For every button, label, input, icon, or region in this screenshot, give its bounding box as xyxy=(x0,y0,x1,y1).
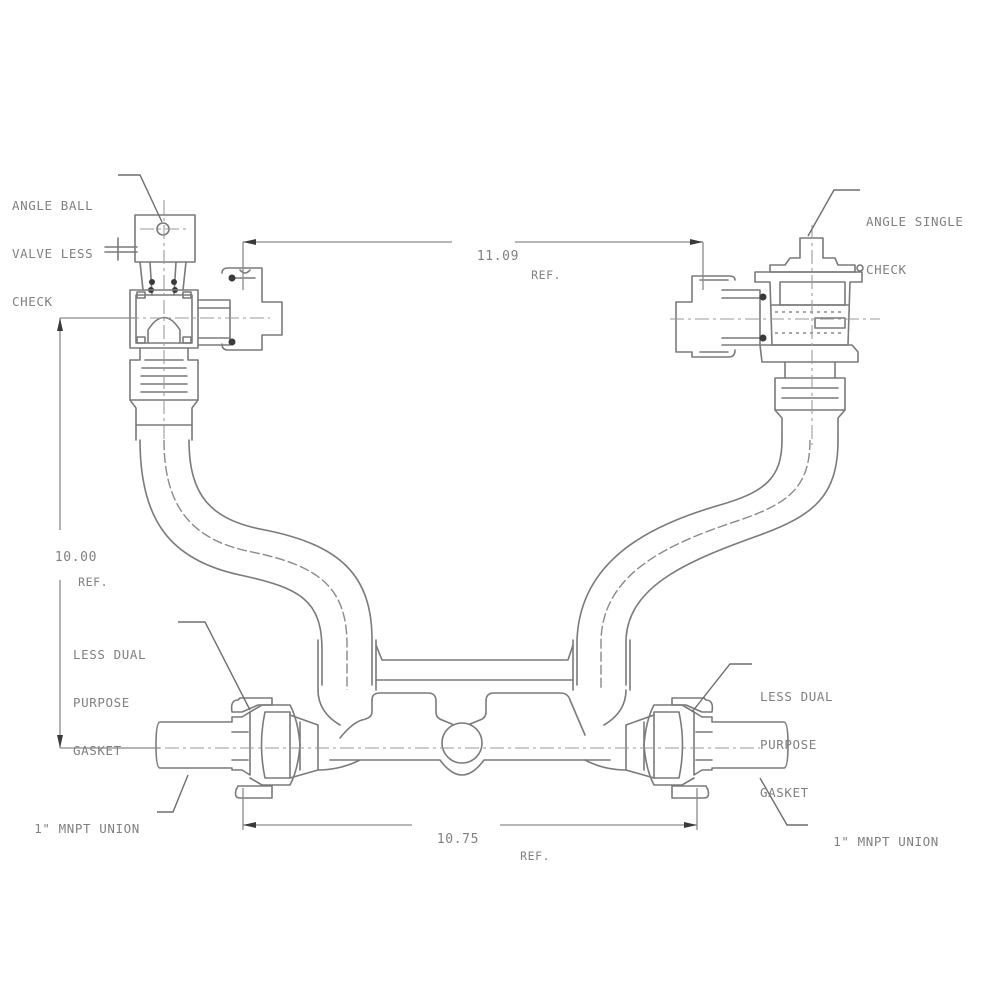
right-union xyxy=(584,689,789,799)
callout-line: LESS DUAL xyxy=(760,689,834,704)
left-s-pipe xyxy=(139,439,377,691)
dimension-height xyxy=(57,317,160,749)
leader-gasket-left xyxy=(178,621,251,711)
callout-line: VALVE LESS xyxy=(12,246,94,261)
callout-angle-single-check: ANGLE SINGLE CHECK xyxy=(866,182,964,294)
dimension-top-ref: REF. xyxy=(516,251,561,283)
dimension-height-ref: REF. xyxy=(63,558,108,590)
left-union xyxy=(155,689,361,799)
callout-line: ANGLE BALL xyxy=(12,198,94,213)
dimension-bottom-value: 10.75 xyxy=(420,816,479,848)
dimension-height-value: 10.00 xyxy=(38,534,97,566)
callout-union-left: 1" MNPT UNION xyxy=(18,805,140,837)
angle-ball-valve xyxy=(104,200,283,445)
callout-line: ANGLE SINGLE xyxy=(866,214,964,229)
angle-single-check xyxy=(675,225,864,445)
callout-angle-ball-valve: ANGLE BALL VALVE LESS CHECK xyxy=(12,166,93,326)
callout-gasket-left: LESS DUAL PURPOSE GASKET xyxy=(73,615,146,775)
callout-line: CHECK xyxy=(866,262,907,277)
yoke-bar xyxy=(329,644,611,776)
dimension-top-value: 11.09 xyxy=(460,233,519,265)
callout-line: 1" MNPT UNION xyxy=(833,834,939,849)
leader-angle-single-check xyxy=(807,189,860,237)
dimension-bottom-ref: REF. xyxy=(505,832,550,864)
callout-gasket-right: LESS DUAL PURPOSE GASKET xyxy=(760,657,833,817)
callout-line: LESS DUAL xyxy=(73,647,147,662)
dimension-value: 10.75 xyxy=(436,832,479,847)
callout-union-right: 1" MNPT UNION xyxy=(817,818,939,850)
dimension-suffix: REF. xyxy=(520,849,551,863)
callout-line: PURPOSE xyxy=(760,737,817,752)
callout-line: CHECK xyxy=(12,294,53,309)
dimension-suffix: REF. xyxy=(531,268,562,282)
leader-union-left xyxy=(157,774,189,813)
dimension-bottom xyxy=(242,788,698,830)
callout-line: GASKET xyxy=(73,743,122,758)
dimension-top xyxy=(242,239,704,290)
callout-line: 1" MNPT UNION xyxy=(34,821,140,836)
callout-line: GASKET xyxy=(760,785,809,800)
leader-union-right xyxy=(759,777,808,826)
callout-line: PURPOSE xyxy=(73,695,130,710)
leader-angle-ball-valve xyxy=(118,174,163,223)
leader-gasket-right xyxy=(691,663,752,713)
dimension-value: 11.09 xyxy=(476,249,519,264)
dimension-suffix: REF. xyxy=(78,575,109,589)
right-s-pipe xyxy=(572,439,839,691)
dimension-value: 10.00 xyxy=(54,550,97,565)
